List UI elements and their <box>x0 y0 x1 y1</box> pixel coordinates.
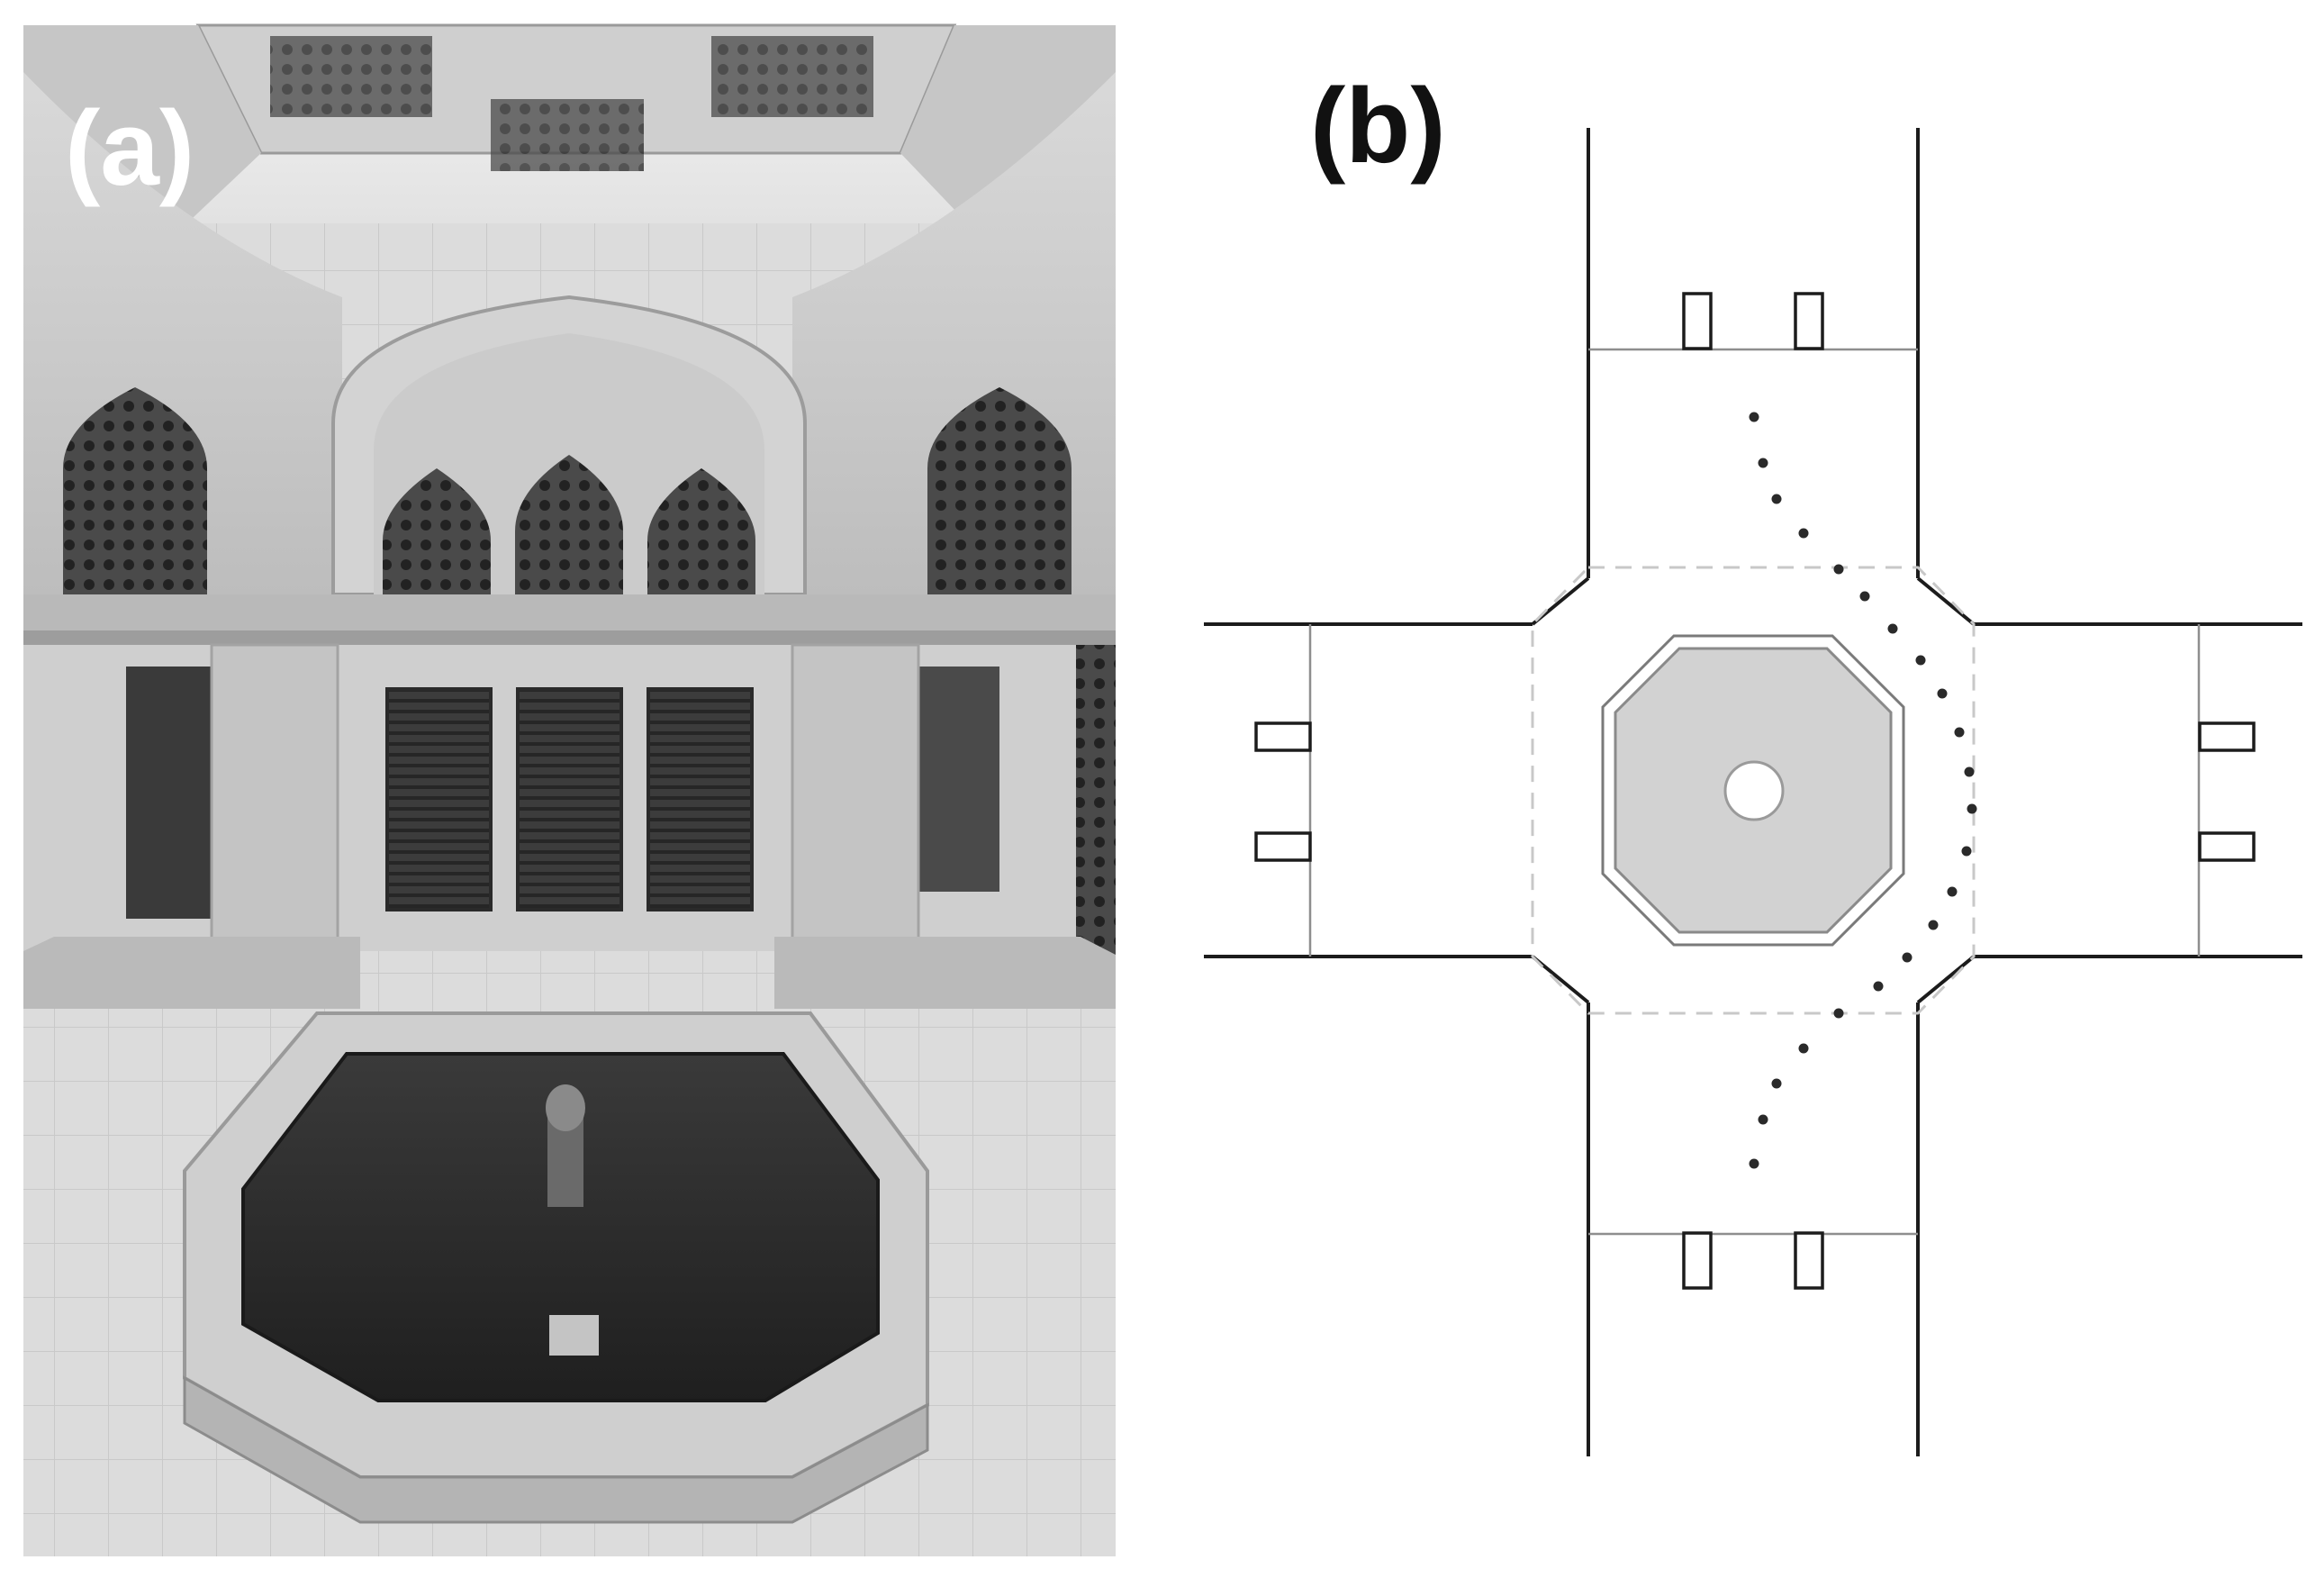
central-dashed-octagon <box>1531 566 1976 1015</box>
niche-north-1 <box>1682 292 1713 350</box>
path-dot <box>1961 846 1972 857</box>
path-dot <box>1833 1008 1844 1019</box>
path-dot <box>1967 803 1977 814</box>
wall-chamfer-se <box>1916 955 1976 1004</box>
niche-north-2 <box>1794 292 1824 350</box>
niche-east-1 <box>2198 721 2256 752</box>
path-dot <box>1771 494 1782 504</box>
path-dot <box>1749 412 1759 422</box>
path-dot <box>1833 564 1844 575</box>
path-dot <box>1964 766 1975 777</box>
path-dot <box>1873 981 1884 992</box>
wall-chamfer-ne <box>1916 576 1976 626</box>
path-dot <box>1771 1078 1782 1089</box>
path-dot <box>1937 688 1948 699</box>
fountain-center <box>1723 760 1785 821</box>
niche-south-2 <box>1794 1231 1824 1290</box>
path-dot <box>1947 886 1958 897</box>
path-dot <box>1859 591 1870 602</box>
niche-south-1 <box>1682 1231 1713 1290</box>
movement-path <box>1749 412 1977 1169</box>
path-dot <box>1954 727 1965 738</box>
niche-east-2 <box>2198 831 2256 862</box>
path-dot <box>1915 655 1926 666</box>
path-dot <box>1749 1158 1759 1169</box>
pool-outer-rim <box>1601 634 1905 947</box>
panel-b-plan <box>1204 128 2302 1456</box>
path-dot <box>1902 952 1913 963</box>
path-dot <box>1887 623 1898 634</box>
panel-a-label: (a) <box>65 89 194 208</box>
niche-west-2 <box>1254 831 1312 862</box>
niche-west-1 <box>1254 721 1312 752</box>
path-dot <box>1758 1114 1768 1125</box>
path-dot <box>1798 528 1809 539</box>
panel-a-photo <box>23 23 1116 1556</box>
path-dot <box>1798 1043 1809 1054</box>
panel-b-label: (b) <box>1310 67 1446 186</box>
path-dot <box>1758 458 1768 468</box>
path-dot <box>1928 920 1939 930</box>
